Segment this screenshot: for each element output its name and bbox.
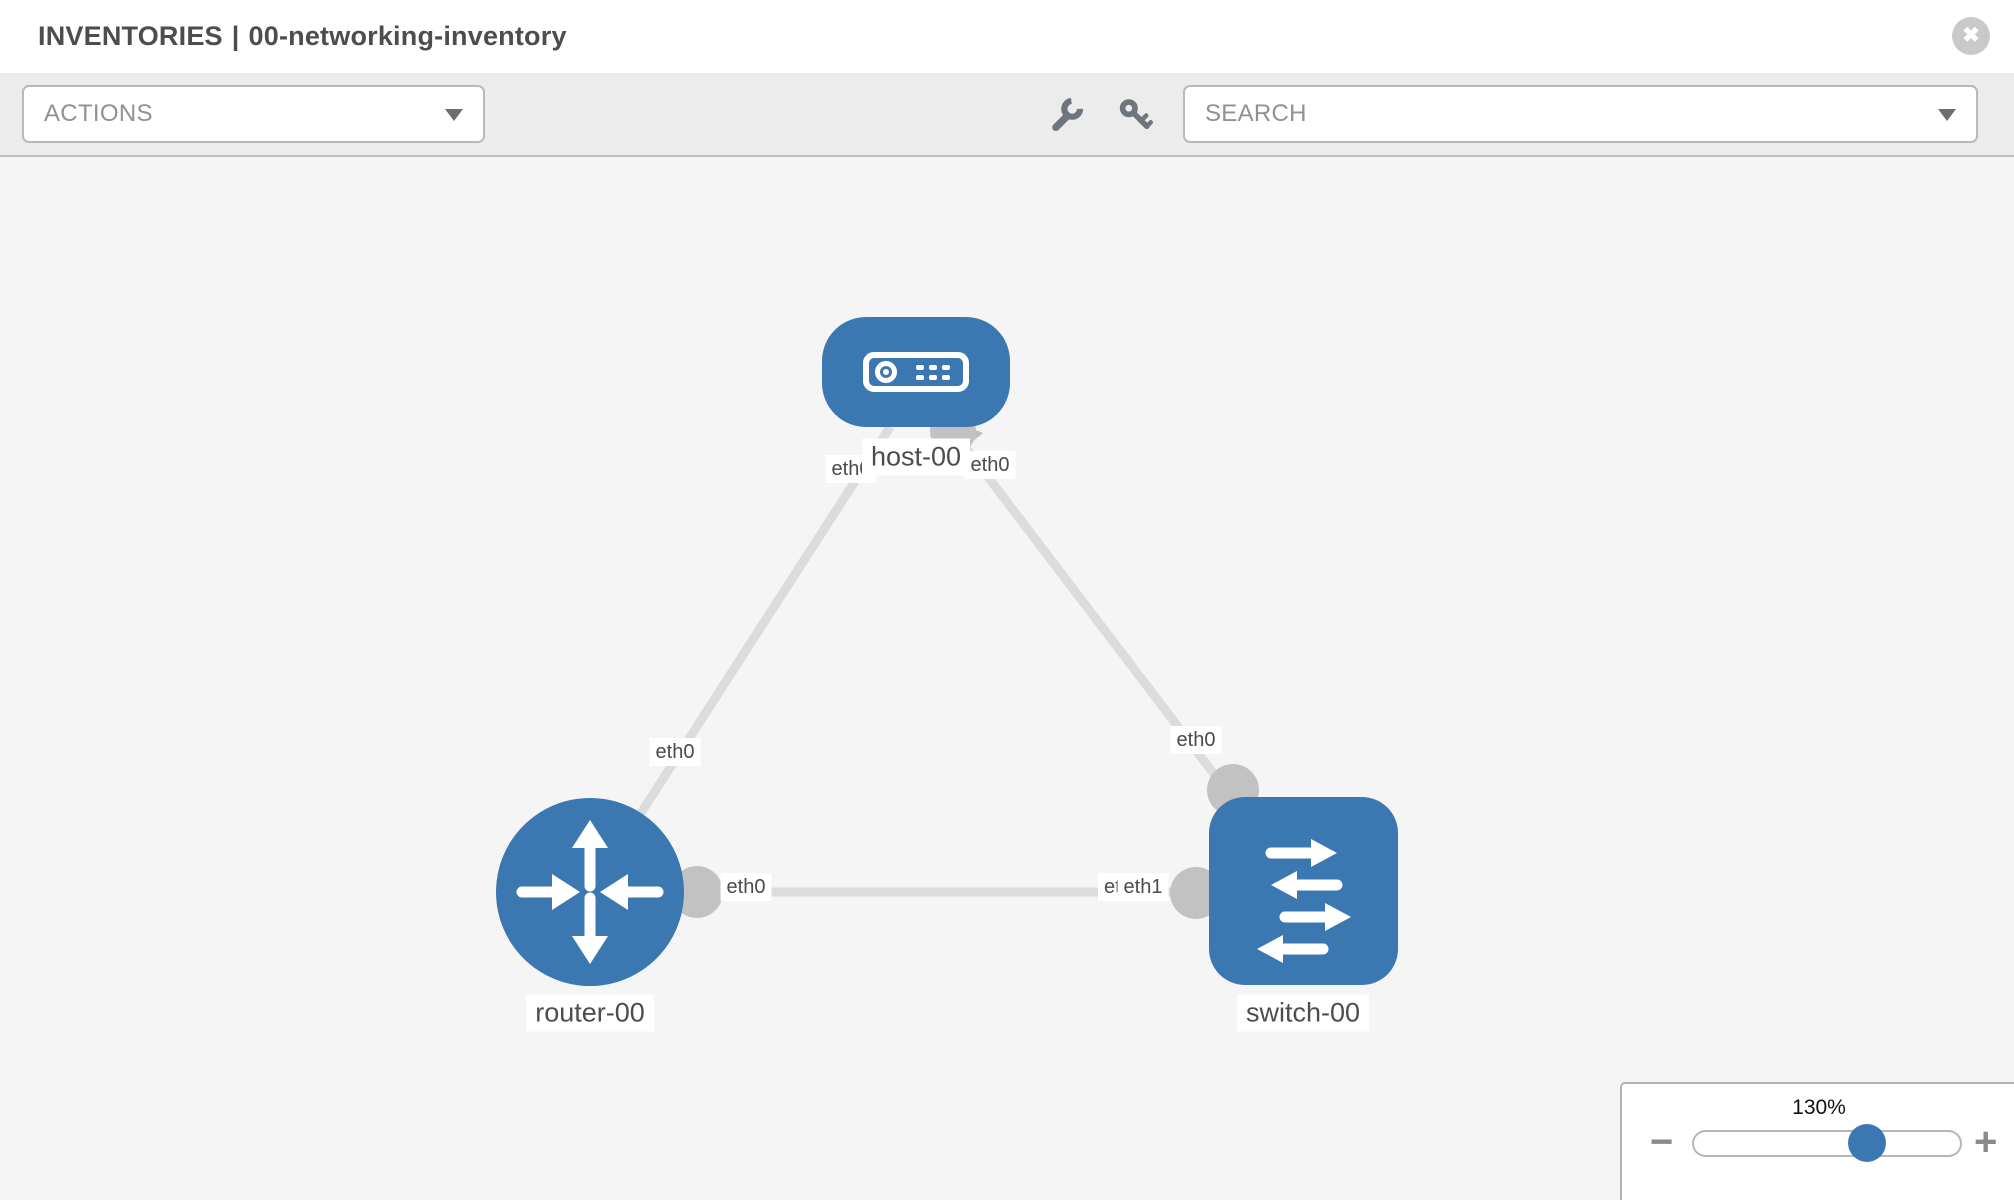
interface-label: eth0 <box>649 738 701 766</box>
zoom-out-button[interactable]: − <box>1650 1120 1674 1164</box>
close-button[interactable]: ✖ <box>1952 17 1990 55</box>
title-inventory-name: 00-networking-inventory <box>248 21 567 51</box>
node-label-switch: switch-00 <box>1236 994 1370 1032</box>
host-icon <box>863 352 969 392</box>
close-icon: ✖ <box>1962 24 1980 47</box>
key-icon[interactable] <box>1117 97 1153 133</box>
zoom-control-panel: 130% − + <box>1620 1082 2014 1200</box>
wrench-icon[interactable] <box>1048 97 1084 133</box>
zoom-in-button[interactable]: + <box>1974 1120 1998 1164</box>
chevron-down-icon <box>445 109 463 121</box>
title-separator: | <box>231 21 240 51</box>
node-label-host: host-00 <box>861 438 971 476</box>
interface-label: eth0 <box>720 873 772 901</box>
node-switch-00[interactable] <box>1209 797 1398 985</box>
title-section: INVENTORIES <box>38 21 223 51</box>
chevron-down-icon <box>1938 109 1956 121</box>
topology-canvas[interactable]: host-00 router-00 switch-00 eth0 eth0 et… <box>0 157 2014 1200</box>
node-label-router: router-00 <box>526 994 654 1032</box>
actions-dropdown[interactable]: ACTIONS <box>22 85 485 143</box>
toolbar: ACTIONS SEARCH <box>0 73 2014 157</box>
page-title: INVENTORIES | 00-networking-inventory <box>38 0 576 73</box>
node-host-00[interactable] <box>822 317 1010 427</box>
header: INVENTORIES | 00-networking-inventory ✖ <box>0 0 2014 73</box>
search-dropdown-label: SEARCH <box>1205 100 1307 127</box>
search-dropdown[interactable]: SEARCH <box>1183 85 1978 143</box>
switch-icon <box>1257 839 1351 963</box>
router-icon <box>516 820 664 964</box>
interface-label: eth0 <box>1170 726 1222 754</box>
zoom-level-value: 130% <box>1792 1096 1846 1119</box>
links-layer <box>586 408 1307 919</box>
interface-label: eth0 <box>825 455 877 483</box>
zoom-slider-thumb[interactable] <box>1848 1124 1886 1162</box>
connector-dot-router <box>671 866 723 918</box>
node-router-00[interactable] <box>496 798 684 986</box>
zoom-slider-track[interactable] <box>1692 1124 1962 1162</box>
actions-dropdown-label: ACTIONS <box>44 100 153 127</box>
interface-label: eth0 <box>964 451 1016 479</box>
interface-label: eth1 <box>1117 873 1169 901</box>
